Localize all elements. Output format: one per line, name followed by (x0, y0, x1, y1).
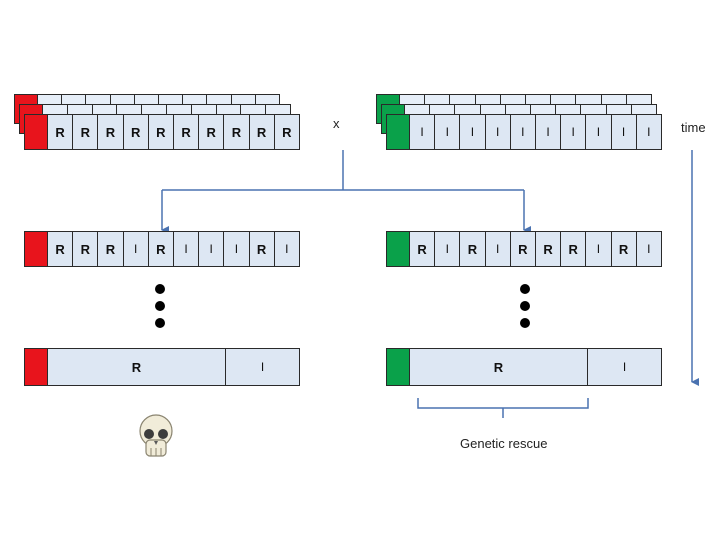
mid-left-gene-cell: I (173, 231, 200, 267)
ellipsis-dot-right-3 (520, 318, 530, 328)
mid-right-gene-cell: R (561, 231, 587, 267)
top-right-gene-cell: I (510, 114, 536, 150)
bottom-right-cap (386, 348, 410, 386)
top-left-gene-cell: R (148, 114, 174, 150)
ellipsis-dot-right-1 (520, 284, 530, 294)
cross-symbol: x (333, 116, 340, 131)
bottom-right-i-segment: I (588, 348, 662, 386)
mid-right-gene-cell: I (485, 231, 511, 267)
ellipsis-dot-left-3 (155, 318, 165, 328)
mid-left-gene-cell: I (224, 231, 250, 267)
bottom-left-i-segment: I (226, 348, 300, 386)
mid-right-gene-cell: R (611, 231, 637, 267)
top-right-gene-cell: I (611, 114, 637, 150)
bottom-right-chromosome: R I (386, 348, 662, 386)
top-left-gene-cell: R (98, 114, 124, 150)
bottom-left-r-segment: R (48, 348, 226, 386)
mid-left-gene-cell: R (148, 231, 174, 267)
top-left-gene-cell: R (199, 114, 225, 150)
mid-left-gene-cell: R (48, 231, 74, 267)
ellipsis-dot-right-2 (520, 301, 530, 311)
mid-left-gene-cell: R (249, 231, 275, 267)
top-right-gene-cell: I (535, 114, 562, 150)
top-left-gene-cell: R (274, 114, 300, 150)
bottom-right-r-segment: R (410, 348, 588, 386)
mid-left-gene-cell: R (73, 231, 99, 267)
mid-left-gene-cell: I (199, 231, 225, 267)
mid-right-gene-cell: I (636, 231, 662, 267)
mid-right-gene-cell: R (410, 231, 436, 267)
mid-left-gene-cell: I (274, 231, 300, 267)
ellipsis-dot-left-2 (155, 301, 165, 311)
top-left-gene-cell: R (73, 114, 99, 150)
mid-left-gene-cell: I (123, 231, 149, 267)
time-label: time (681, 120, 706, 135)
top-right-gene-cell: I (561, 114, 587, 150)
top-right-gene-cell: I (586, 114, 612, 150)
top-left-gene-cell: R (123, 114, 149, 150)
mid-right-gene-cell: I (586, 231, 612, 267)
bottom-left-cap (24, 348, 48, 386)
mid-right-gene-cell: R (510, 231, 536, 267)
bottom-left-chromosome: R I (24, 348, 300, 386)
top-right-gene-cell: I (410, 114, 436, 150)
mid-right-cap (386, 231, 410, 267)
skull-icon (139, 414, 173, 457)
top-right-gene-cell: I (485, 114, 511, 150)
top-left-gene-cell: R (48, 114, 74, 150)
top-left-cap (24, 114, 48, 150)
top-right-gene-cell: I (435, 114, 461, 150)
top-left-gene-cell: R (224, 114, 250, 150)
mid-right-gene-cell: R (535, 231, 562, 267)
top-right-gene-cell: I (636, 114, 662, 150)
top-left-gene-cell: R (173, 114, 200, 150)
mid-left-gene-cell: R (98, 231, 124, 267)
top-right-gene-cell: I (460, 114, 486, 150)
mid-left-cap (24, 231, 48, 267)
mid-right-gene-cell: R (460, 231, 486, 267)
top-left-gene-cell: R (249, 114, 275, 150)
genetic-rescue-bracket (417, 398, 589, 418)
ellipsis-dot-left-1 (155, 284, 165, 294)
top-right-cap (386, 114, 410, 150)
genetic-rescue-label: Genetic rescue (460, 436, 548, 451)
mid-right-gene-cell: I (435, 231, 461, 267)
